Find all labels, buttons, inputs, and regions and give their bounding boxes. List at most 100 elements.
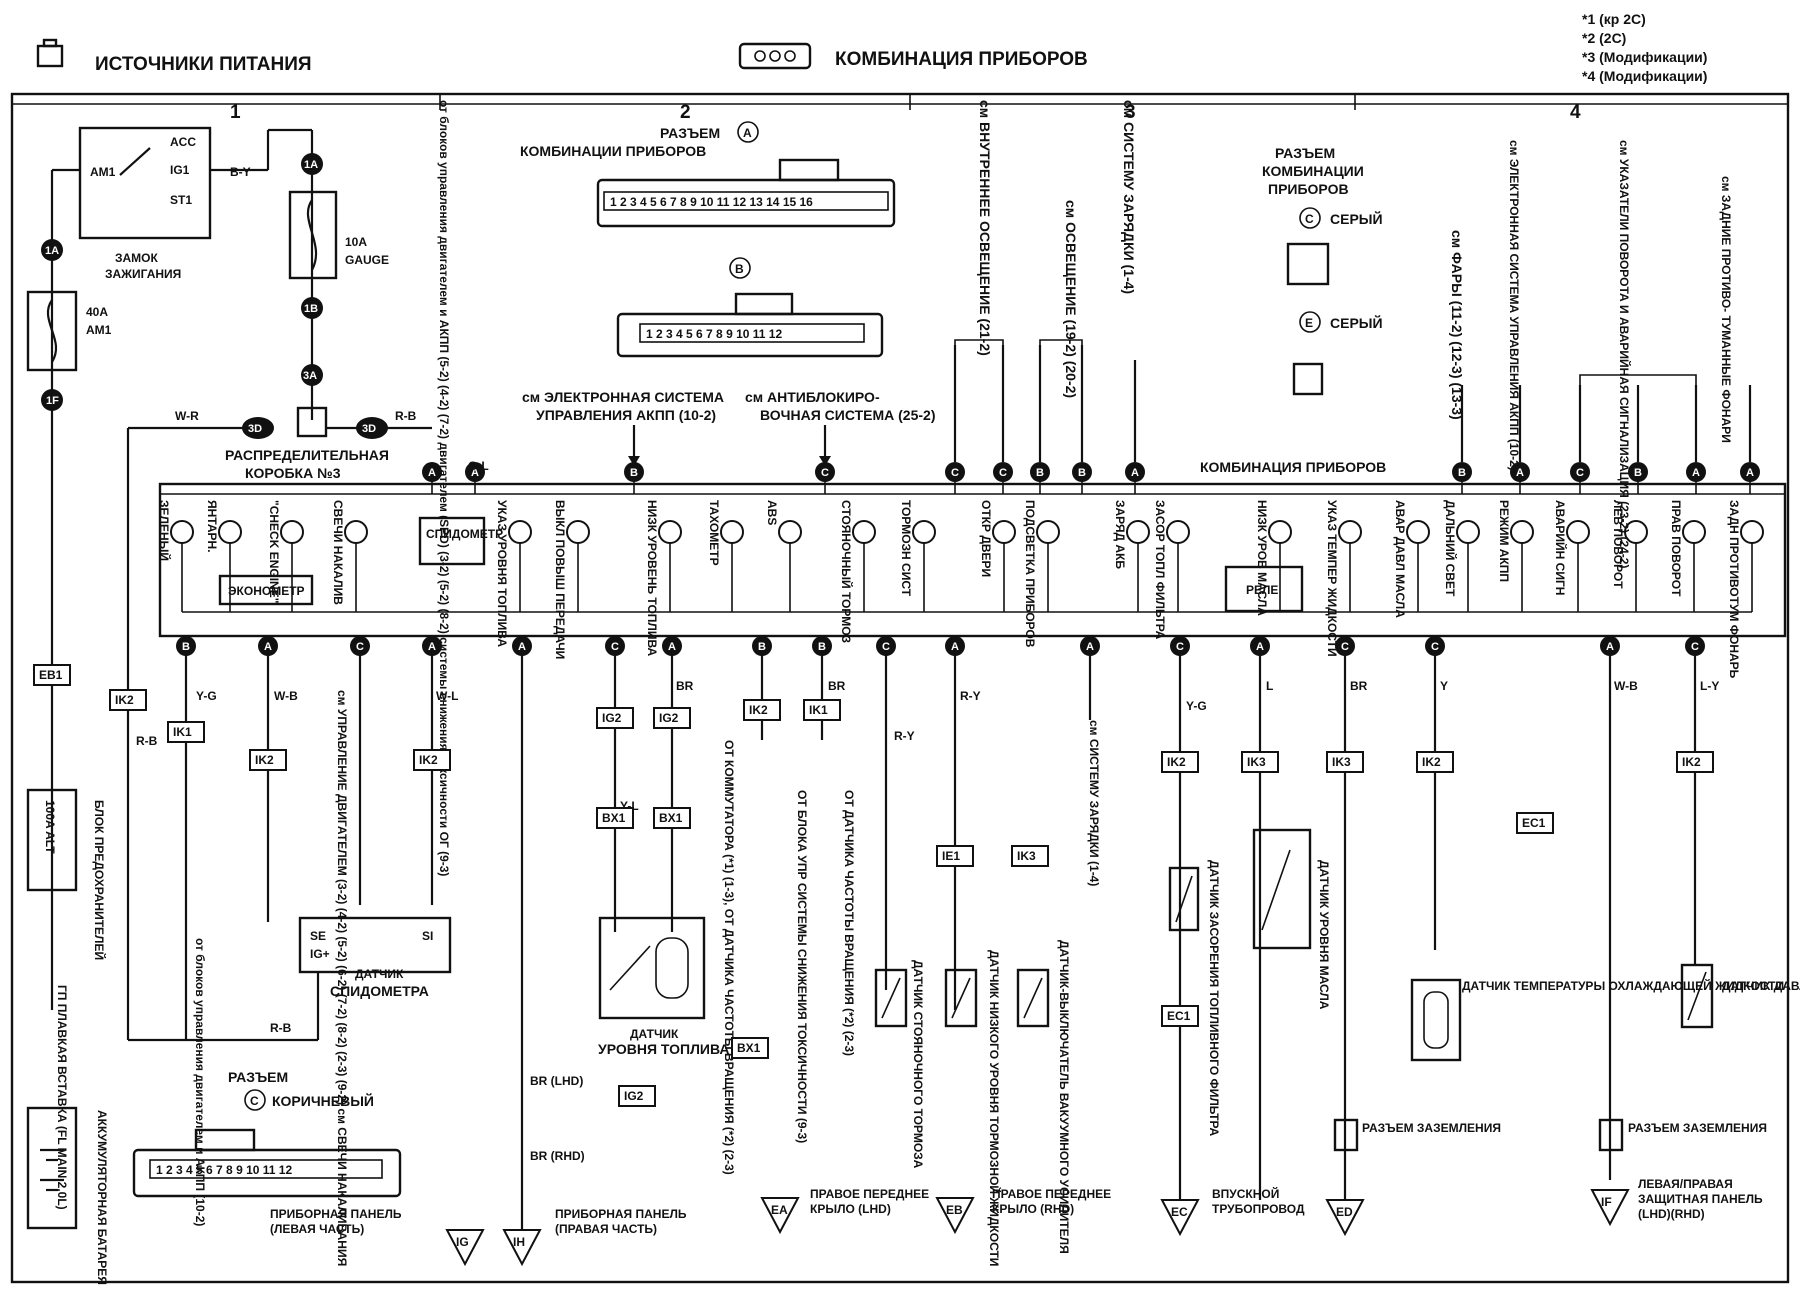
svg-text:B: B: [1078, 467, 1086, 479]
bottom-pin: A: [422, 636, 442, 656]
svg-text:C: C: [999, 467, 1007, 479]
indicator-label: АВАРИЙН СИГН: [1553, 500, 1568, 595]
frame: [10, 92, 1790, 1284]
bottom-pin: A: [512, 636, 532, 656]
svg-text:см ВНУТРЕННЕЕ ОСВЕЩЕНИЕ (21-2): см ВНУТРЕННЕЕ ОСВЕЩЕНИЕ (21-2): [977, 100, 993, 356]
junction-box: 3D 3D W-R R-B РАСПРЕДЕЛИТЕЛЬНАЯ КОРОБКА …: [128, 406, 432, 481]
bottom-wiring: SE IG+ SI ДАТЧИК СПИДОМЕТРА R-B R-B ДАТЧ…: [126, 428, 1800, 1230]
svg-text:см СИСТЕМУ ЗАРЯДКИ (1-4): см СИСТЕМУ ЗАРЯДКИ (1-4): [1121, 100, 1137, 294]
indicator-label: ТАХОМЕТР: [707, 500, 721, 566]
svg-text:1A: 1A: [304, 159, 318, 171]
svg-text:IE1: IE1: [942, 849, 960, 863]
wire-tag: IK2: [1676, 751, 1714, 773]
wire-tag: IK2: [249, 749, 287, 771]
section-2: 2: [680, 102, 691, 123]
bottom-pin: B: [752, 636, 772, 656]
indicator-lamp: [1682, 520, 1706, 544]
svg-text:см СИСТЕМУ ЗАРЯДКИ (1-4): см СИСТЕМУ ЗАРЯДКИ (1-4): [1087, 720, 1101, 886]
wire-tag: EC1: [1516, 812, 1554, 834]
svg-text:ДАТЧИК ЗАСОРЕНИЯ ТОПЛИВНОГО ФИ: ДАТЧИК ЗАСОРЕНИЯ ТОПЛИВНОГО ФИЛЬТРА: [1207, 860, 1221, 1136]
indicator-label: УКАЗ УРОВНЯ ТОПЛИВА: [495, 500, 509, 647]
wire-color-labels: Y-G W-B W-L G-L BR BR R-Y R-Y Y-L Y-G L …: [196, 459, 1719, 1163]
svg-text:РАЗЪЕМ: РАЗЪЕМ: [228, 1069, 288, 1085]
svg-text:IK2: IK2: [1682, 755, 1701, 769]
svg-text:BR: BR: [676, 679, 694, 693]
bottom-pin: C: [350, 636, 370, 656]
svg-text:B: B: [630, 467, 638, 479]
indicator-2: ЯНТАРН.: [205, 500, 242, 612]
bottom-pin: A: [1080, 636, 1100, 656]
svg-text:СЕРЫЙ: СЕРЫЙ: [1330, 314, 1383, 331]
cluster-header: КОМБИНАЦИЯ ПРИБОРОВ: [738, 42, 1088, 70]
section-4: 4: [1570, 102, 1581, 123]
svg-text:ДАТЧИК: ДАТЧИК: [630, 1027, 679, 1041]
svg-text:C: C: [1691, 641, 1699, 653]
svg-text:см ЭЛЕКТРОННАЯ СИСТЕМА: см ЭЛЕКТРОННАЯ СИСТЕМА: [522, 389, 724, 405]
svg-text:A: A: [1131, 467, 1139, 479]
indicator-label: УКАЗ ТЕМПЕР ЖИДКОСТИ: [1325, 500, 1339, 657]
svg-text:3D: 3D: [362, 423, 376, 435]
svg-text:КОМБИНАЦИИ: КОМБИНАЦИИ: [1262, 163, 1364, 179]
indicator-7: ВЫКЛ ПОВЫШ ПЕРЕДАЧИ: [553, 500, 590, 659]
svg-text:C: C: [951, 467, 959, 479]
svg-text:C: C: [1576, 467, 1584, 479]
indicator-lamp: [1036, 520, 1060, 544]
svg-text:КОРОБКА №3: КОРОБКА №3: [245, 465, 341, 481]
svg-text:R-B: R-B: [395, 409, 417, 423]
svg-text:BR (LHD): BR (LHD): [530, 1074, 583, 1088]
svg-text:AM1: AM1: [86, 323, 112, 337]
cluster-label: КОМБИНАЦИЯ ПРИБОРОВ: [1200, 459, 1386, 475]
svg-text:IK1: IK1: [173, 725, 192, 739]
svg-text:A: A: [428, 467, 436, 479]
indicator-8: НИЗК УРОВЕНЬ ТОПЛИВА: [645, 500, 682, 657]
indicator-label: НИЗК УРОВ МАСЛА: [1255, 500, 1269, 616]
svg-text:РАЗЪЕМ: РАЗЪЕМ: [660, 125, 720, 141]
svg-text:G-L: G-L: [468, 459, 489, 473]
indicator-6: УКАЗ УРОВНЯ ТОПЛИВА: [495, 500, 532, 647]
svg-text:3D: 3D: [248, 423, 262, 435]
svg-text:Y: Y: [1440, 679, 1448, 693]
top-pin: B: [1030, 462, 1050, 494]
bottom-pin: A: [662, 636, 682, 656]
svg-text:ДАТЧИК СТОЯНОЧНОГО ТОРМОЗА: ДАТЧИК СТОЯНОЧНОГО ТОРМОЗА: [911, 960, 925, 1169]
svg-text:от блоков управления двигателе: от блоков управления двигателем и АКПП (…: [437, 100, 451, 876]
indicator-15: ЗАРЯД АКБ: [1113, 500, 1150, 612]
indicator-lamp: [1406, 520, 1430, 544]
svg-text:см ОСВЕЩЕНИЕ (19-2) (20-2): см ОСВЕЩЕНИЕ (19-2) (20-2): [1063, 200, 1079, 398]
indicator-lamp: [344, 520, 368, 544]
indicator-lamp: [778, 520, 802, 544]
svg-text:3A: 3A: [303, 370, 317, 382]
svg-text:КОМБИНАЦИИ ПРИБОРОВ: КОМБИНАЦИИ ПРИБОРОВ: [520, 143, 706, 159]
svg-text:B: B: [818, 641, 826, 653]
svg-text:A: A: [1606, 641, 1614, 653]
indicator-22: АВАРИЙН СИГН: [1553, 500, 1590, 612]
svg-text:БЛОК ПРЕДОХРАНИТЕЛЕЙ: БЛОК ПРЕДОХРАНИТЕЛЕЙ: [92, 800, 107, 960]
indicator-lamp: [280, 520, 304, 544]
svg-text:IG2: IG2: [624, 1089, 644, 1103]
bottom-pin: C: [605, 636, 625, 656]
indicator-4: СВЕЧИ НАКАЛИВ: [331, 500, 368, 612]
wire-tag: BX1: [731, 1037, 769, 1059]
indicator-label: ЗАРЯД АКБ: [1113, 500, 1127, 569]
ground-ec: EC: [1160, 1199, 1200, 1237]
svg-text:A: A: [518, 641, 526, 653]
svg-text:B: B: [182, 641, 190, 653]
indicator-label: АВАР ДАВЛ МАСЛА: [1393, 500, 1407, 618]
indicator-label: ВЫКЛ ПОВЫШ ПЕРЕДАЧИ: [553, 500, 567, 659]
svg-text:BX1: BX1: [737, 1041, 761, 1055]
svg-text:см ФАРЫ (11-2) (12-3) (13-3): см ФАРЫ (11-2) (12-3) (13-3): [1449, 230, 1465, 420]
top-pin: C: [815, 462, 835, 494]
bottom-pin: C: [1685, 636, 1705, 656]
svg-text:GAUGE: GAUGE: [345, 253, 389, 267]
indicator-14: ПОДСВЕТКА ПРИБОРОВ: [1023, 500, 1060, 648]
svg-text:R-B: R-B: [136, 734, 158, 748]
svg-text:R-B: R-B: [270, 1021, 292, 1035]
svg-text:C: C: [1305, 212, 1314, 226]
svg-text:SE: SE: [310, 929, 326, 943]
svg-text:W-B: W-B: [1614, 679, 1638, 693]
